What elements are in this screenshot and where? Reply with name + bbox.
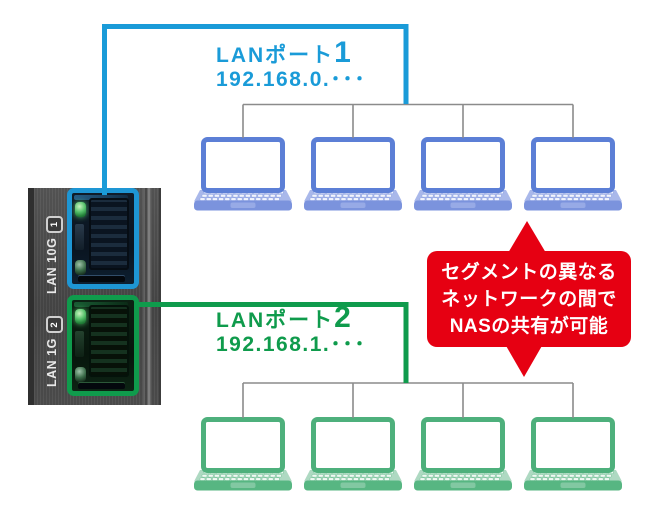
segment1-laptop-row [194,137,622,218]
port1-name: LANポート [216,44,335,67]
lan-port2-label: LANポート2 192.168.1.･･･ [216,303,367,357]
port-slot [78,383,125,389]
port2-name: LANポート [216,309,335,332]
port-number-badge: 2 [46,316,63,334]
lan-10g-port [67,188,139,289]
laptop-icon [194,417,292,491]
laptop-icon-wrapper [194,137,292,218]
segment2-tree-lines [242,382,574,418]
laptop-icon [414,137,512,211]
callout-arrow-down-icon [505,344,543,377]
laptop-icon [524,417,622,491]
laptop-icon-wrapper [524,137,622,218]
laptop-icon [304,137,402,211]
nas-rear-panel-photo: LAN 10G 1 LAN 1G 2 [28,188,161,405]
port-top-reflection [74,195,128,200]
link-led-icon [75,309,86,324]
port2-subnet: 192.168.1.･･･ [216,333,367,356]
shared-nas-callout: セグメントの異なる ネットワークの間で NASの共有が可能 [427,251,631,347]
port-latch [75,224,84,250]
laptop-icon-wrapper [304,417,402,498]
port-label-text: LAN 10G [45,237,59,294]
port-top-reflection [74,302,128,307]
callout-arrow-up-icon [508,221,546,253]
lan-10g-port-label: LAN 10G 1 [44,215,63,294]
callout-line: セグメントの異なる [441,261,617,283]
rj45-jack-icon [89,198,129,270]
callout-line: ネットワークの間で [441,288,617,310]
port1-number: 1 [334,36,351,69]
rj45-jack-icon [89,305,129,377]
laptop-icon [414,417,512,491]
laptop-icon-wrapper [414,137,512,218]
port-slot [78,276,125,282]
segment2-laptop-row [194,417,622,498]
port1-subnet: 192.168.0.･･･ [216,68,367,91]
callout-line: NASの共有が可能 [449,315,609,337]
laptop-icon-wrapper [524,417,622,498]
laptop-icon [304,417,402,491]
laptop-icon [524,137,622,211]
port2-number: 2 [334,301,351,334]
lan-1g-port [67,295,139,396]
port-number-badge: 1 [46,215,63,233]
panel-groove [143,188,153,405]
laptop-icon-wrapper [414,417,512,498]
port-label-text: LAN 1G [45,338,59,387]
activity-led-icon [75,260,86,275]
segment1-tree-lines [242,103,574,138]
lan-port1-label: LANポート1 192.168.0.･･･ [216,38,367,92]
activity-led-icon [75,367,86,382]
laptop-icon-wrapper [194,417,292,498]
link-led-icon [75,202,86,217]
laptop-icon [194,137,292,211]
laptop-icon-wrapper [304,137,402,218]
port-latch [75,331,84,357]
lan-1g-port-label: LAN 1G 2 [44,316,63,387]
